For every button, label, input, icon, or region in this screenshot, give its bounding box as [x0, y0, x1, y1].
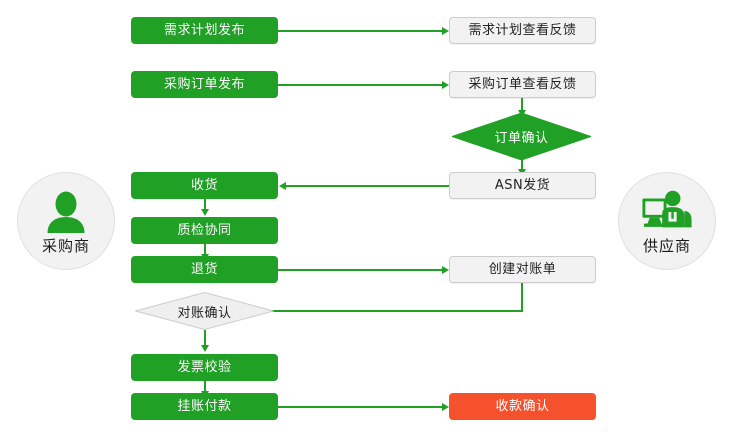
actor-supplier[interactable]: 供应商	[618, 172, 716, 270]
node-receipt-confirm[interactable]: 收款确认	[449, 393, 596, 420]
node-label: 发票校验	[177, 360, 232, 375]
arrow-asn-to-receive	[279, 182, 286, 190]
node-label: ASN发货	[494, 178, 551, 193]
node-order-confirm[interactable]: 订单确认	[452, 113, 591, 160]
node-payment-posting[interactable]: 挂账付款	[131, 393, 278, 420]
node-label: 退货	[190, 262, 218, 277]
node-label: 需求计划查看反馈	[468, 23, 577, 38]
node-label: 收款确认	[495, 399, 550, 414]
arrow-po-publish	[442, 81, 449, 89]
actor-label: 采购商	[41, 236, 90, 255]
node-demand-plan-publish[interactable]: 需求计划发布	[131, 17, 278, 44]
node-asn-ship[interactable]: ASN发货	[449, 172, 596, 199]
arrow-confirm-to-invoice	[201, 345, 209, 352]
actor-buyer[interactable]: 采购商	[17, 172, 115, 270]
connector-statement-to-confirm	[220, 310, 523, 312]
node-label: 采购订单查看反馈	[468, 77, 577, 92]
connector-quality-to-return	[204, 244, 206, 256]
node-label: 采购订单发布	[163, 77, 245, 92]
node-demand-plan-feedback[interactable]: 需求计划查看反馈	[449, 17, 596, 44]
connector-return-to-statement	[278, 269, 442, 271]
diamond-shape-icon	[452, 113, 591, 160]
node-invoice-check[interactable]: 发票校验	[131, 354, 278, 381]
node-quality-collab[interactable]: 质检协同	[131, 217, 278, 244]
node-label: 订单确认	[494, 131, 549, 146]
connector-payment-to-receipt	[278, 406, 442, 408]
node-label: 挂账付款	[177, 399, 232, 414]
node-label: 质检协同	[177, 223, 232, 238]
arrow-demand-plan	[442, 27, 449, 35]
node-label: 对账确认	[177, 305, 232, 321]
connector-asn-to-receive	[286, 185, 449, 187]
connector-order-confirm-to-asn	[521, 159, 523, 172]
diamond-shape-icon	[135, 292, 274, 330]
node-po-publish[interactable]: 采购订单发布	[131, 71, 278, 98]
connector-receive-to-quality	[204, 199, 206, 211]
connector-invoice-to-payment	[204, 381, 206, 393]
actor-label: 供应商	[642, 236, 691, 255]
connector-confirm-to-invoice	[204, 330, 206, 347]
arrow-receive-to-quality	[201, 209, 209, 216]
node-po-feedback[interactable]: 采购订单查看反馈	[449, 71, 596, 98]
connector-statement-down	[521, 283, 523, 312]
node-statement-confirm[interactable]: 对账确认	[135, 292, 274, 330]
node-return-goods[interactable]: 退货	[131, 256, 278, 283]
connector-po-publish	[278, 84, 442, 86]
connector-demand-plan	[278, 30, 442, 32]
node-label: 收货	[190, 178, 218, 193]
connector-po-to-order-confirm	[521, 98, 523, 112]
node-label: 创建对账单	[488, 262, 557, 277]
user-with-monitor-icon	[641, 187, 693, 233]
user-icon	[40, 187, 92, 233]
arrow-payment-to-receipt	[442, 403, 449, 411]
node-receive-goods[interactable]: 收货	[131, 172, 278, 199]
arrow-return-to-statement	[442, 266, 449, 274]
node-label: 需求计划发布	[163, 23, 245, 38]
node-create-statement[interactable]: 创建对账单	[449, 256, 596, 283]
